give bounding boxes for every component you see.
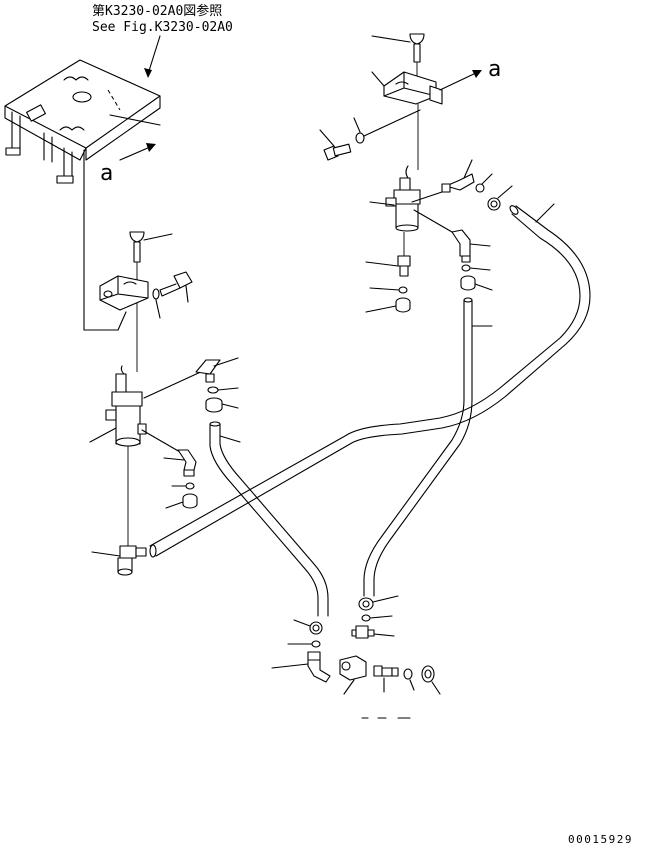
leader	[293, 619, 311, 627]
leader	[365, 261, 399, 267]
plate-connector-line	[83, 149, 119, 331]
left-valve	[105, 365, 147, 447]
long-tube	[149, 205, 591, 558]
leader	[431, 681, 441, 695]
right-elbow-upper	[441, 173, 475, 193]
tee-fitting	[117, 545, 147, 576]
bottom-end-nut	[421, 665, 435, 683]
view-label-left: a	[100, 161, 113, 186]
leader	[213, 357, 239, 367]
bracket-link	[363, 109, 421, 137]
bottom-elbow	[307, 651, 331, 683]
leader	[481, 173, 493, 185]
leader	[117, 311, 127, 331]
side-bolt	[159, 271, 193, 297]
leader	[365, 305, 397, 313]
leader	[217, 387, 239, 391]
valve-link-lower	[141, 429, 181, 453]
leader	[89, 427, 117, 443]
bottom-union	[351, 625, 375, 639]
leader	[497, 185, 513, 199]
nut	[460, 275, 476, 291]
leader	[353, 117, 361, 133]
view-label-right: a	[488, 57, 501, 82]
left-elbow-upper	[195, 359, 221, 383]
left-bolt	[129, 231, 145, 263]
nut	[487, 197, 501, 211]
leader	[409, 679, 415, 691]
plate-guide-line	[109, 114, 161, 126]
reference-arrowhead	[144, 68, 152, 78]
hex-bolt	[323, 143, 352, 161]
leader	[271, 663, 309, 669]
leader	[219, 435, 241, 443]
nut	[182, 493, 198, 509]
washer	[152, 288, 160, 300]
right-elbow-lower	[451, 229, 471, 263]
right-bolt	[409, 33, 425, 63]
leader	[319, 129, 335, 147]
view-arrow-left	[119, 146, 151, 161]
o-ring	[461, 264, 471, 272]
leader	[343, 679, 355, 695]
view-arrow-right	[439, 71, 479, 91]
washer	[355, 132, 365, 144]
o-ring	[398, 286, 408, 294]
o-ring	[475, 183, 485, 193]
leader	[463, 159, 473, 179]
leader	[163, 457, 185, 461]
leader	[155, 299, 161, 319]
leader	[369, 615, 393, 619]
reference-en: See Fig.K3230-02A0	[92, 20, 233, 35]
bottom-nut-left	[309, 621, 323, 635]
reference-leader	[147, 35, 161, 75]
connector	[397, 255, 411, 277]
leader	[469, 243, 491, 247]
tube-left-down	[209, 421, 329, 617]
tube-right-down	[363, 297, 473, 597]
leader	[369, 287, 400, 291]
nut	[205, 397, 223, 413]
leader	[372, 595, 399, 603]
leader	[371, 71, 385, 87]
leader	[371, 35, 411, 43]
mounting-plate	[4, 59, 161, 184]
reference-jp: 第K3230-02A0図参照	[92, 3, 222, 19]
leader	[91, 551, 121, 557]
bottom-adapter	[373, 665, 399, 677]
left-bracket	[99, 275, 149, 311]
o-ring	[403, 668, 413, 680]
right-valve	[385, 165, 421, 232]
left-elbow-lower	[177, 449, 197, 477]
view-arrowhead-left	[146, 143, 156, 152]
leader	[221, 403, 239, 409]
leader	[185, 285, 189, 303]
right-bracket	[383, 71, 443, 105]
nut	[395, 297, 411, 313]
drawing-code: 00015929	[568, 833, 633, 846]
valve-link	[143, 369, 206, 399]
bottom-nut-right	[358, 597, 374, 611]
leader	[469, 267, 491, 271]
o-ring	[361, 614, 371, 622]
o-ring	[207, 386, 219, 394]
leader	[369, 201, 395, 206]
leader	[143, 233, 173, 241]
o-ring	[185, 482, 195, 490]
leader	[474, 283, 493, 291]
leader	[535, 203, 555, 223]
o-ring	[311, 640, 321, 648]
bottom-block	[339, 655, 367, 681]
leader	[373, 633, 395, 637]
view-arrowhead-right	[472, 70, 482, 78]
leader	[165, 501, 184, 509]
valve-link-lower	[413, 209, 453, 233]
